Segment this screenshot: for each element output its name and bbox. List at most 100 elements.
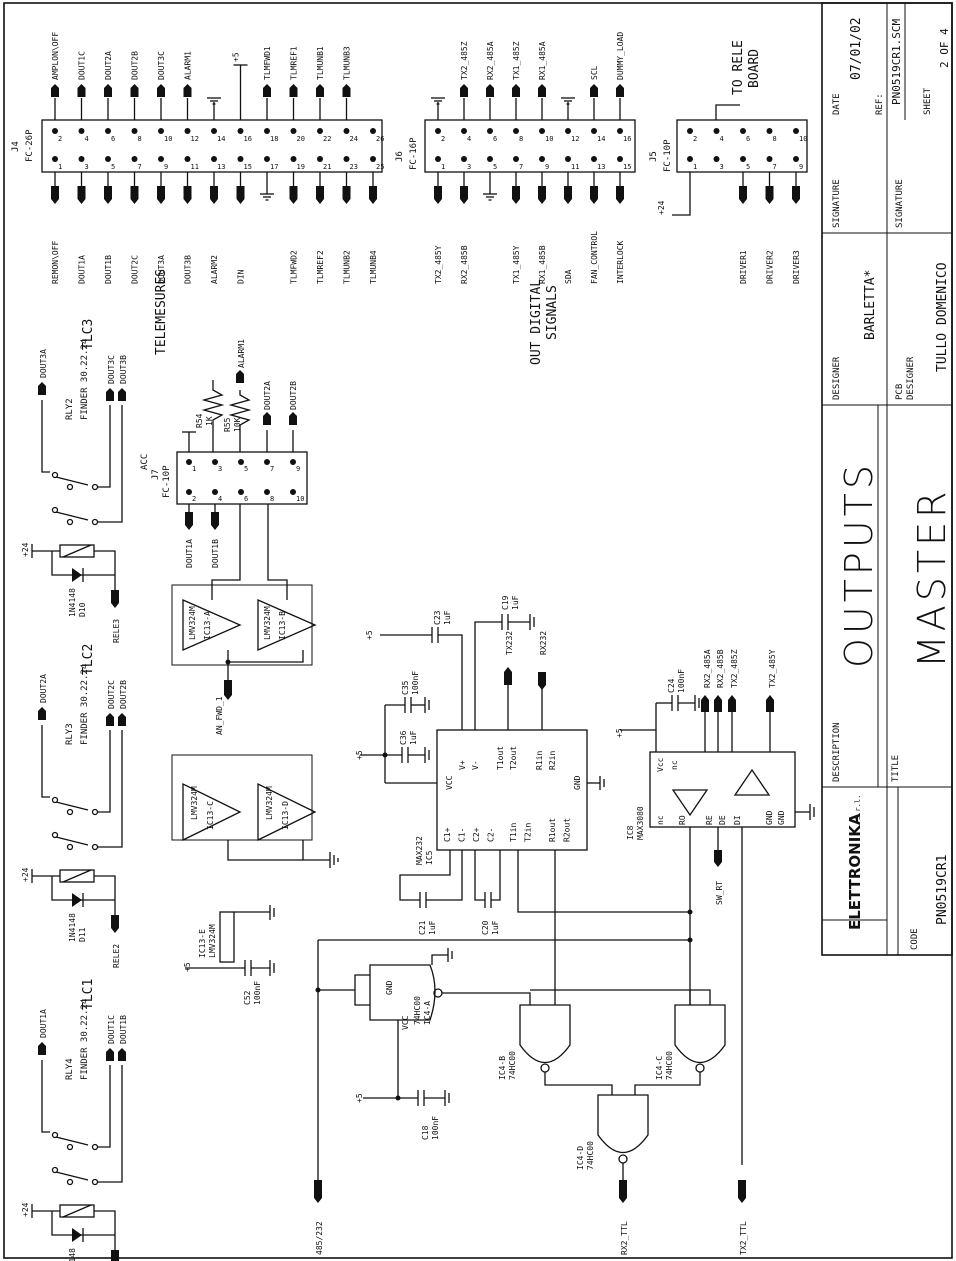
j4-pin-15	[237, 156, 244, 162]
j7-pin-9	[290, 459, 296, 465]
j4-pin-num: 13	[217, 163, 225, 171]
c21-ref: C21	[418, 920, 427, 935]
j4-pin-26	[370, 128, 376, 134]
svg-text:5: 5	[244, 465, 248, 473]
j4-pin-num: 17	[270, 163, 278, 171]
max232-pin-label: T2in	[524, 823, 533, 842]
relay-supply: +24	[21, 867, 30, 882]
relay-ref: RLY3	[65, 723, 75, 745]
opamp-block: LMV324M IC13-A LMV324M IC13-B AN_FWD_1 L…	[171, 504, 339, 1005]
relay-group: TLC1	[81, 979, 96, 1010]
ic13-b-ref: IC13-B	[278, 611, 287, 640]
j6-pin-10	[539, 128, 545, 134]
ic4-a-gnd: GND	[385, 980, 394, 995]
connector-j4: J4 FC-26P 21AMPLON\OFFREMON\OFF43DOUT1CD…	[11, 32, 384, 284]
j4-pin-num: 4	[85, 135, 89, 143]
j5-pin-num: 8	[773, 135, 777, 143]
j4-pin-24	[343, 128, 350, 134]
pcb-designer-value: TULLO DOMENICO	[935, 262, 950, 372]
j4-pin-3	[78, 156, 85, 162]
c21-val: 1uF	[428, 920, 437, 935]
opamp-ic13-c	[182, 782, 242, 842]
j6-net-bottom: RX1_485B	[538, 245, 547, 284]
ic4-b-ref: IC4-B	[498, 1056, 507, 1080]
j6-pin-num: 3	[467, 163, 471, 171]
j5-pin-num: 7	[773, 163, 777, 171]
max3080-nc-2: nc	[656, 815, 665, 825]
j4-pin-num: 12	[191, 135, 199, 143]
ic13-e-ref: IC13-E	[198, 929, 207, 958]
diode-icon	[72, 1228, 82, 1242]
j5-pin-num: 6	[746, 135, 750, 143]
svg-text:9: 9	[296, 465, 300, 473]
j4-net-top: TLMUNB3	[343, 46, 352, 80]
max232-ref: IC5	[425, 850, 434, 865]
c35-val: 100nF	[411, 671, 420, 695]
j4-pin-num: 11	[191, 163, 199, 171]
ic4-a-part: 74HC00	[413, 996, 422, 1025]
j6-pin-num: 12	[571, 135, 579, 143]
connector-j6: J6 FC-16P 21TX2_485Y43TX2_485ZRX2_485B65…	[395, 32, 636, 284]
j4-pin-num: 18	[270, 135, 278, 143]
j4-pin-num: 7	[138, 163, 142, 171]
max3080-nc: nc	[670, 760, 679, 770]
ic13-c-part: LMV324M	[190, 786, 199, 820]
relay-com-net: DOUT3A	[39, 349, 48, 378]
j4-pin-5	[105, 156, 111, 162]
j7-pin-10	[290, 489, 296, 495]
date-label: DATE	[832, 93, 842, 115]
j4-pin-num: 2	[58, 135, 62, 143]
relay-no1-net: DOUT2C	[107, 680, 116, 709]
j4-net-top: TLMFWD1	[263, 46, 272, 80]
j6-pin-12	[565, 128, 571, 134]
ic13-d-part: LMV324M	[265, 786, 274, 820]
rx2-ttl-label: RX2_TTL	[620, 1221, 629, 1255]
j6-net-bottom: FAN_CONTROL	[590, 231, 599, 284]
r55-val: 10K	[233, 417, 242, 432]
company-suffix: S.r.l.	[854, 795, 862, 820]
description-label: DESCRIPTION	[832, 722, 842, 782]
ref-label: REF:	[875, 93, 885, 115]
connector-j5: J5 FC-10P 214365DRIVER187DRIVER2109DRIVE…	[649, 104, 808, 284]
max3080-gnd: GND	[765, 810, 774, 825]
j7-pin-5	[238, 459, 244, 465]
j5-pin-num: 10	[799, 135, 807, 143]
j4-net-bottom: DOUT1A	[78, 255, 87, 284]
relay-drive-net: RELE3	[112, 619, 121, 643]
j7-pin-8	[264, 489, 270, 495]
j4-net-bottom: DOUT1B	[104, 255, 113, 284]
j5-net-bottom: DRIVER1	[739, 250, 748, 284]
c36-val: 1uF	[409, 730, 418, 745]
j4-net-bottom: DOUT2C	[131, 255, 140, 284]
ic13-d-ref: IC13-D	[281, 801, 290, 830]
j7-pin-1	[186, 459, 192, 465]
j4-pin-20	[290, 128, 297, 134]
opamp-ic13-a	[182, 599, 242, 651]
j6-net-top: TX1_485Z	[512, 41, 521, 80]
j4-pin-23	[343, 156, 350, 162]
j4-pin-num: 21	[323, 163, 331, 171]
j5-pin-6	[740, 128, 746, 134]
j6-pin-num: 10	[545, 135, 553, 143]
title-value: MASTER	[910, 487, 954, 668]
max3080-ref: IC8	[626, 825, 635, 840]
max232-pin-label: V+	[458, 760, 467, 770]
j6-pin-num: 1	[441, 163, 445, 171]
j4-pin-11	[184, 156, 191, 162]
max232-pin-label: T1in	[509, 823, 518, 842]
j7-net-bottom: DOUT1B	[211, 539, 220, 568]
j5-pin-4	[713, 128, 720, 134]
diode-ref: D10	[78, 602, 87, 617]
j4-type: FC-26P	[25, 129, 35, 162]
ic13-c-ref: IC13-C	[206, 801, 215, 830]
j4-net-bottom: REMON\OFF	[51, 240, 60, 284]
svg-text:8: 8	[270, 495, 274, 503]
out-digital-label: OUT DIGITAL	[529, 279, 544, 365]
max232-pin-label: C1-	[458, 828, 467, 842]
ic4-d-part: 74HC00	[586, 1141, 595, 1170]
j4-net-bottom: TLMUNB4	[369, 250, 378, 284]
